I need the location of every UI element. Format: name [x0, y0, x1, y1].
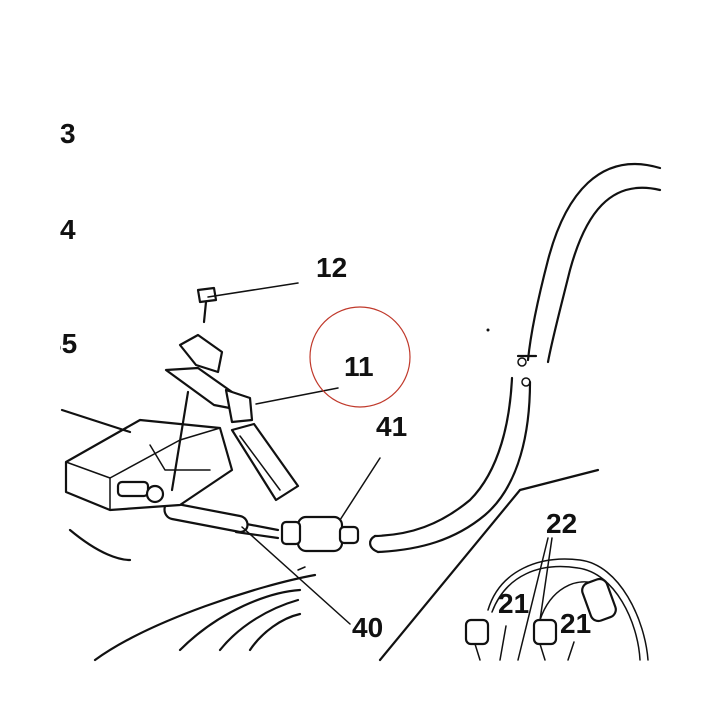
screw-12	[196, 286, 218, 324]
callout-4: 4	[60, 214, 76, 245]
leader-lines	[207, 282, 575, 661]
housing	[60, 390, 234, 512]
body-panel	[68, 468, 600, 662]
callout-22: 22	[546, 508, 578, 539]
callout-21-right: 21	[560, 608, 592, 639]
callout-12: 12	[316, 252, 348, 283]
callout-3: 3	[60, 118, 76, 149]
nozzles	[464, 558, 649, 661]
pump-41	[234, 515, 360, 553]
highlight-circle	[309, 306, 411, 408]
callout-21-left: 21	[498, 588, 530, 619]
callout-35: 35	[46, 328, 78, 359]
callout-11: 11	[344, 351, 374, 382]
callout-40: 40	[352, 612, 384, 643]
tube-40	[163, 501, 249, 534]
callout-41: 41	[376, 411, 408, 442]
hose	[369, 162, 662, 554]
lever-11	[164, 333, 300, 502]
